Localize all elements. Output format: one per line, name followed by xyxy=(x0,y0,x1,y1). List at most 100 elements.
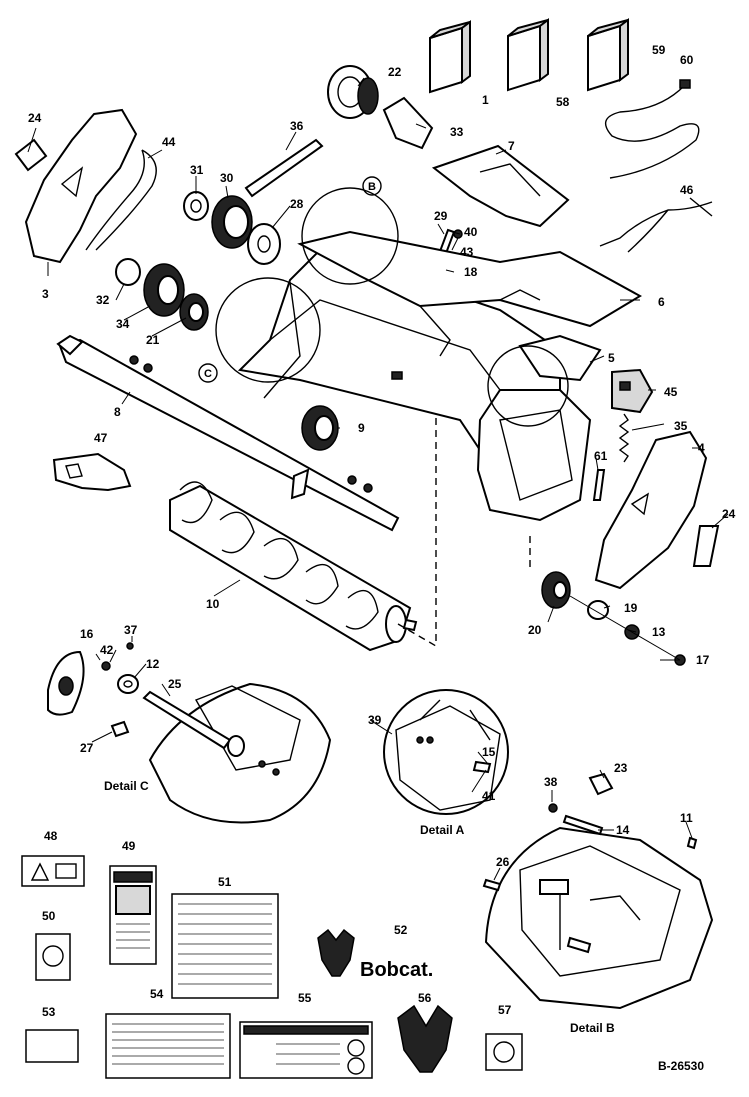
callout-44: 44 xyxy=(162,135,176,149)
callout-59: 59 xyxy=(652,43,666,57)
part-hub-20 xyxy=(541,571,571,609)
callout-20: 20 xyxy=(528,623,542,637)
callout-40: 40 xyxy=(464,225,478,239)
decal-51 xyxy=(171,893,279,999)
decal-56-bobcat-head xyxy=(397,1004,453,1073)
detail-marker-b: B xyxy=(368,181,376,193)
callout-25: 25 xyxy=(168,677,182,691)
callout-51: 51 xyxy=(218,875,232,889)
part-bushing-19 xyxy=(587,600,609,620)
callout-31: 31 xyxy=(190,163,204,177)
part-reel-22 xyxy=(327,65,379,119)
callout-45: 45 xyxy=(664,385,678,399)
part-nut-38 xyxy=(548,803,558,813)
callout-8: 8 xyxy=(114,405,121,419)
part-bracket-33 xyxy=(382,96,434,150)
harness-connector xyxy=(679,79,691,89)
detail-marker-c: C xyxy=(204,368,212,380)
callout-47: 47 xyxy=(94,431,108,445)
part-spring-35 xyxy=(618,413,630,463)
part-belt-44 xyxy=(85,149,157,251)
detail-marker-c-ring xyxy=(198,363,218,383)
callout-12: 12 xyxy=(146,657,160,671)
decal-50 xyxy=(35,933,71,981)
callout-54: 54 xyxy=(150,987,164,1001)
part-pin-26 xyxy=(482,878,502,892)
callout-7: 7 xyxy=(508,139,515,153)
callout-16: 16 xyxy=(80,627,94,641)
detail-b xyxy=(484,826,714,1010)
callout-42: 42 xyxy=(100,643,114,657)
part-housing-main xyxy=(237,248,592,522)
part-harness-60 xyxy=(604,85,700,179)
part-pin-61 xyxy=(592,469,606,501)
callout-43: 43 xyxy=(460,245,474,259)
callout-13: 13 xyxy=(652,625,666,639)
callout-36: 36 xyxy=(290,119,304,133)
detail-circle-c xyxy=(215,277,321,383)
callouts: 1 3 4 5 6 7 8 9 10 11 12 13 14 15 16 17 … xyxy=(28,43,736,1019)
part-box-59 xyxy=(587,18,629,92)
callout-38: 38 xyxy=(544,775,558,789)
callout-14: 14 xyxy=(616,823,630,837)
callout-17: 17 xyxy=(696,653,710,667)
callout-4: 4 xyxy=(698,441,705,455)
callout-41: 41 xyxy=(482,789,496,803)
part-washer-12 xyxy=(117,674,139,694)
callout-1: 1 xyxy=(482,93,489,107)
part-bolt-27 xyxy=(110,720,130,738)
part-switch-45 xyxy=(611,368,654,414)
decal-57 xyxy=(485,1033,523,1071)
part-box-1 xyxy=(429,20,471,94)
callout-57: 57 xyxy=(498,1003,512,1017)
callout-10: 10 xyxy=(206,597,220,611)
detail-c xyxy=(47,642,332,824)
callout-46: 46 xyxy=(680,183,694,197)
callout-35: 35 xyxy=(674,419,688,433)
callout-55: 55 xyxy=(298,991,312,1005)
part-pin-14 xyxy=(562,814,604,836)
decal-54 xyxy=(105,1013,231,1079)
callout-3: 3 xyxy=(42,287,49,301)
drawing-number: B-26530 xyxy=(658,1059,704,1073)
part-bearing-31 xyxy=(183,191,209,221)
callout-28: 28 xyxy=(290,197,304,211)
caption-detail-a: Detail A xyxy=(420,823,465,837)
callout-24-right: 24 xyxy=(722,507,736,521)
callout-9: 9 xyxy=(358,421,365,435)
callout-34: 34 xyxy=(116,317,130,331)
part-clip-24-right xyxy=(692,525,720,567)
callout-5: 5 xyxy=(608,351,615,365)
detail-circle-b xyxy=(301,187,399,285)
part-pin-23 xyxy=(588,772,614,796)
callout-6: 6 xyxy=(658,295,665,309)
part-sprocket-30 xyxy=(211,195,253,249)
part-pin-11 xyxy=(686,836,698,850)
callout-32: 32 xyxy=(96,293,110,307)
part-pulley-34 xyxy=(143,263,185,317)
part-bearing-21 xyxy=(179,293,209,331)
callout-27: 27 xyxy=(80,741,94,755)
bobcat-logo-text: Bobcat. xyxy=(360,959,433,981)
callout-61: 61 xyxy=(594,449,608,463)
part-box-58 xyxy=(507,18,549,92)
part-harness-46 xyxy=(599,197,713,253)
part-guard-6 xyxy=(297,230,643,328)
callout-29: 29 xyxy=(434,209,448,223)
callout-15: 15 xyxy=(482,745,496,759)
callout-23: 23 xyxy=(614,761,628,775)
callout-58: 58 xyxy=(556,95,570,109)
callout-49: 49 xyxy=(122,839,136,853)
part-clip-24-left xyxy=(14,138,48,172)
callout-53: 53 xyxy=(42,1005,56,1019)
callout-22: 22 xyxy=(388,65,402,79)
caption-detail-b: Detail B xyxy=(570,1021,615,1035)
callout-33: 33 xyxy=(450,125,464,139)
callout-26: 26 xyxy=(496,855,510,869)
callout-21: 21 xyxy=(146,333,160,347)
callout-52: 52 xyxy=(394,923,408,937)
callout-18: 18 xyxy=(464,265,478,279)
decal-49 xyxy=(109,865,157,965)
callout-50: 50 xyxy=(42,909,56,923)
